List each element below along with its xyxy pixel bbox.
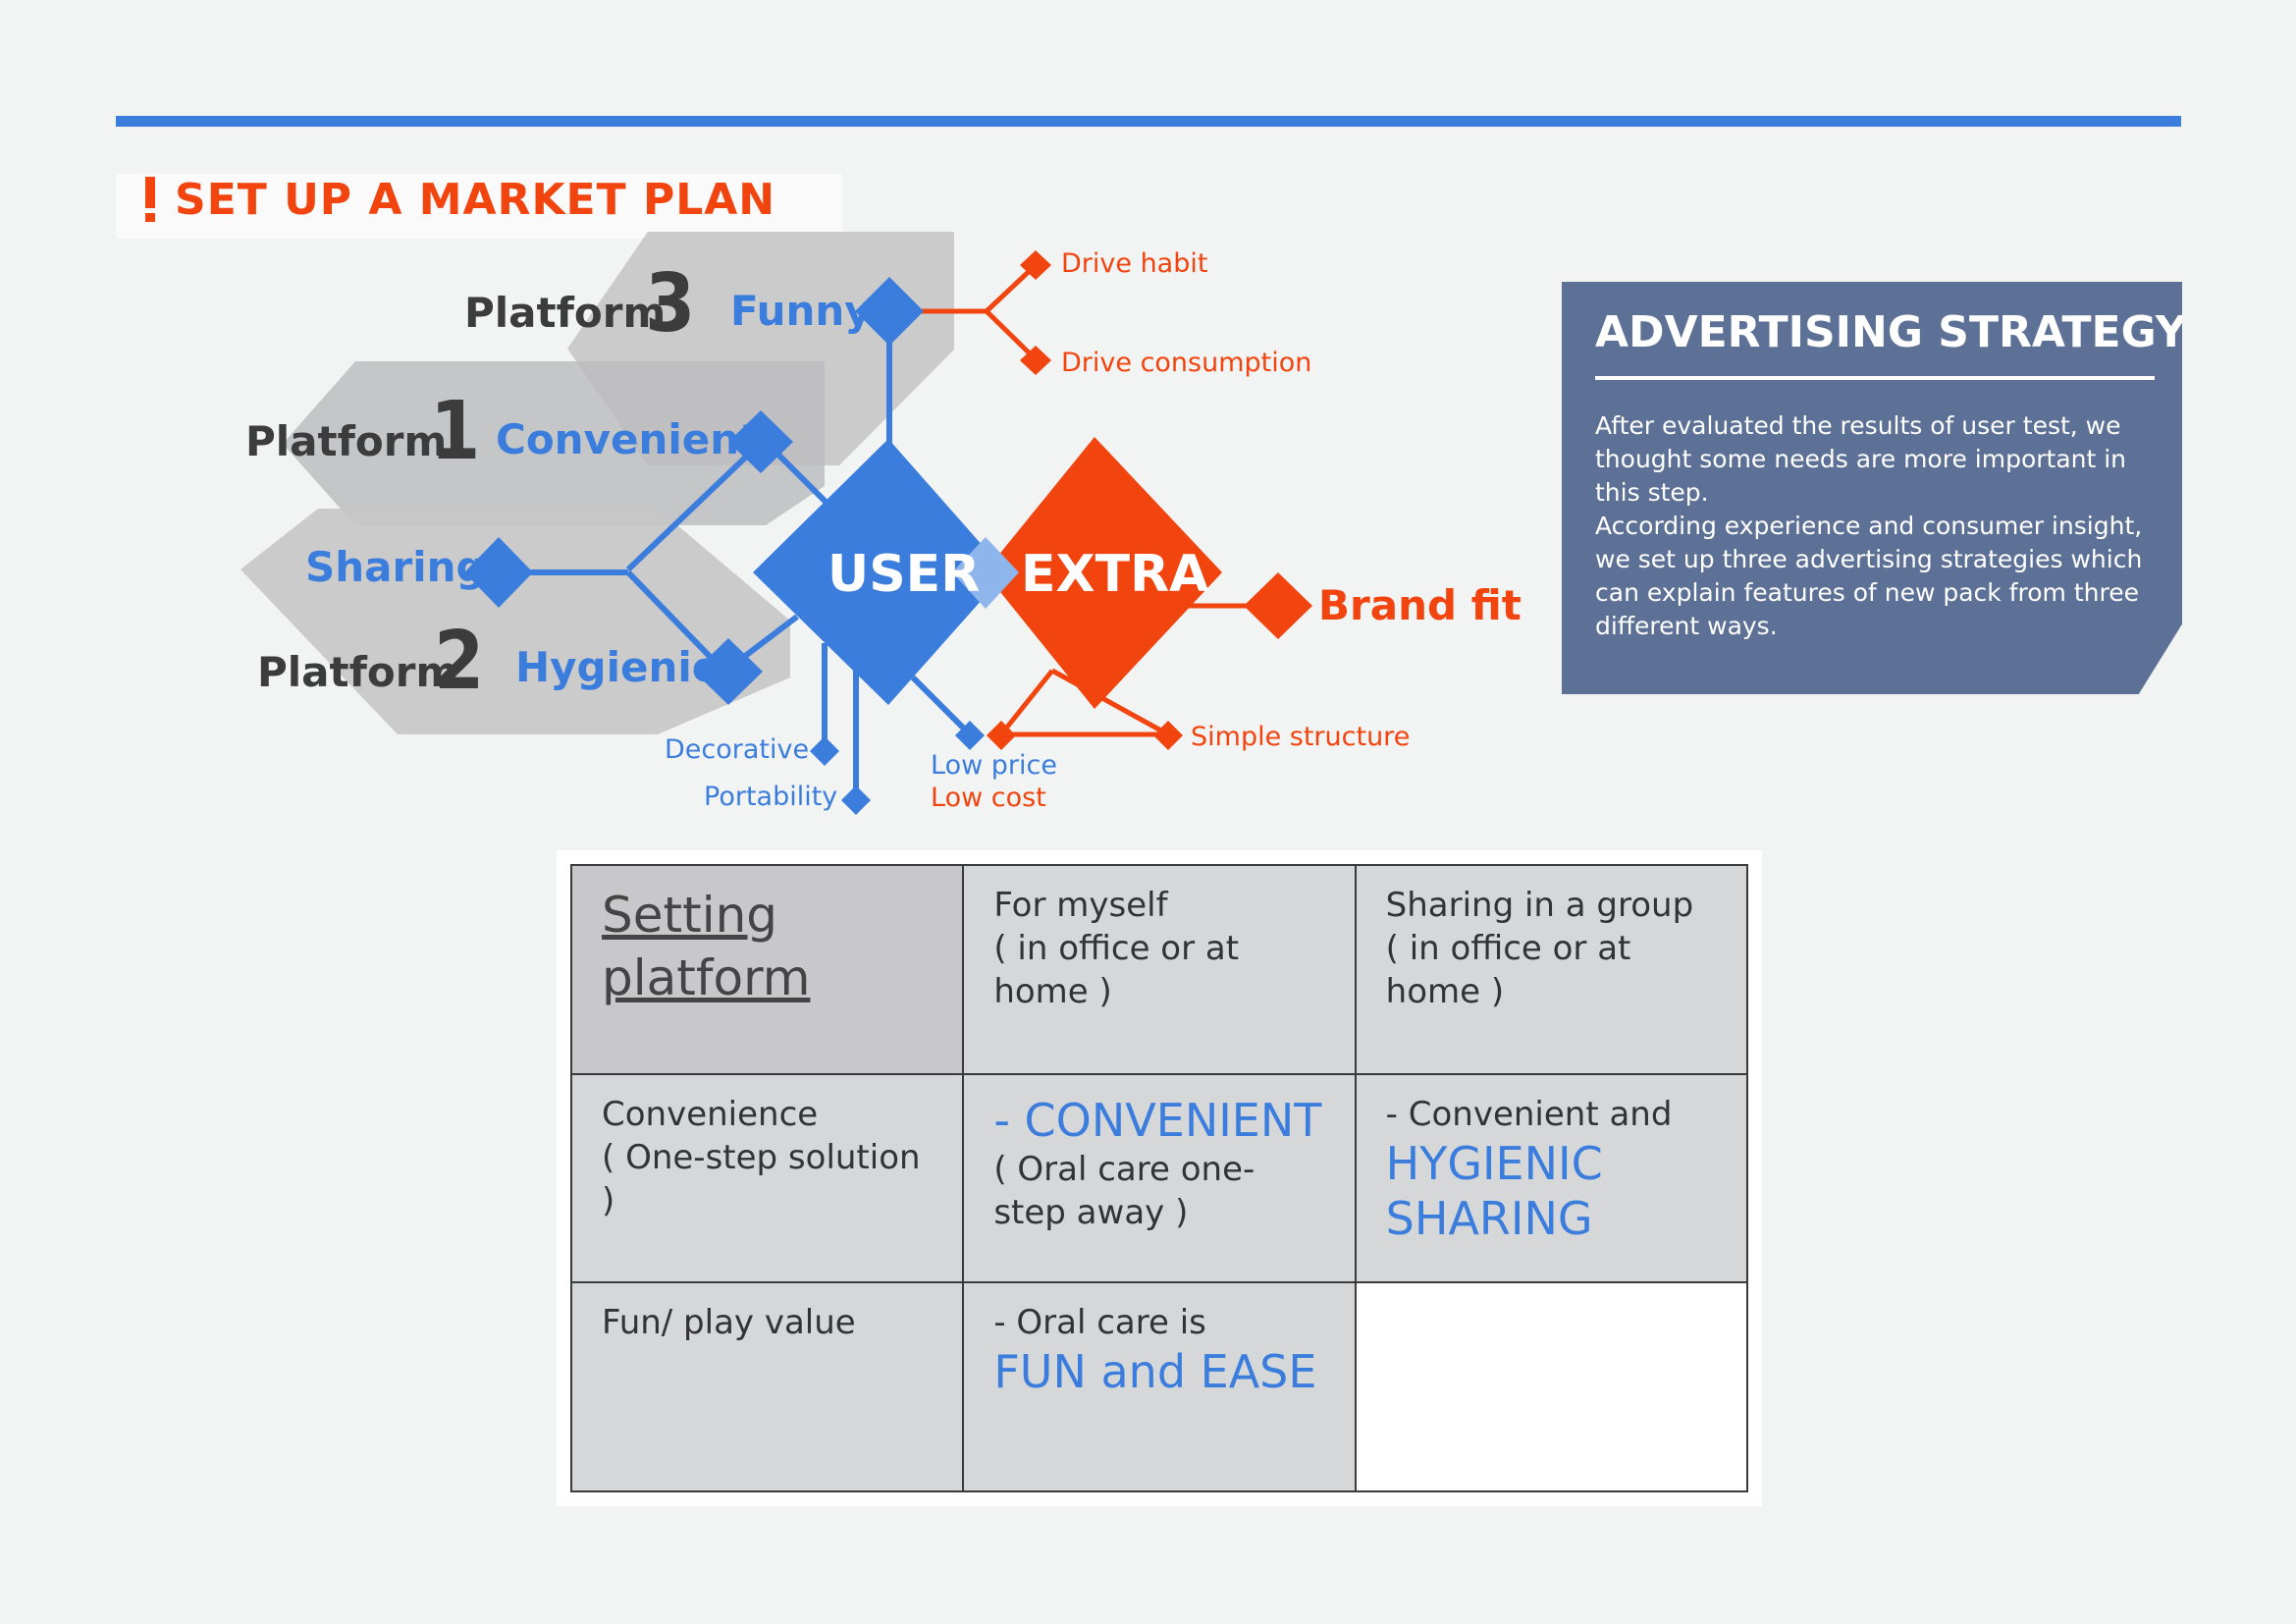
convenient-highlight: - CONVENIENT	[993, 1093, 1322, 1147]
row-label-fun: Fun/ play value	[602, 1303, 856, 1343]
platform-3-number: 3	[645, 257, 696, 351]
hygienic-highlight: HYGIENIC	[1385, 1136, 1603, 1190]
header-sharing-sub: ( in office or at home )	[1385, 929, 1631, 1011]
simple-structure-label: Simple structure	[1191, 722, 1411, 752]
portability-node-diamond	[841, 785, 871, 815]
drive-habit-node-diamond	[1020, 250, 1051, 280]
strategy-paragraph-1: After evaluated the results of user test…	[1595, 411, 2127, 507]
extra-label: EXTRA	[1021, 545, 1209, 604]
sharing-highlight: SHARING	[1385, 1191, 1593, 1245]
low-price-label: Low price	[931, 750, 1057, 781]
brand-fit-node-diamond	[1244, 572, 1312, 639]
decorative-label: Decorative	[665, 734, 810, 765]
platform-3-label: Platform	[464, 289, 667, 337]
low-price-node-diamond	[955, 721, 985, 750]
convenient-node-diamond	[728, 410, 793, 473]
cell-fun-and-ease: - Oral care is FUN and EASE	[962, 1281, 1357, 1492]
cell-convenient: - CONVENIENT ( Oral care one-step away )	[962, 1072, 1357, 1284]
convenient-and-text: - Convenient and	[1385, 1094, 1673, 1134]
advertising-strategy-panel: ADVERTISING STRATEGY After evaluated the…	[1562, 282, 2182, 694]
platform-2-label: Platform	[257, 648, 459, 696]
fun-and-ease-highlight: FUN and EASE	[993, 1345, 1317, 1399]
header-for-myself: For myself	[993, 886, 1168, 925]
drive-habit-label: Drive habit	[1061, 248, 1208, 279]
table-corner-cell: Setting platform	[569, 864, 965, 1075]
strategy-paragraph-2: According experience and consumer insigh…	[1595, 512, 2143, 640]
convenient-label: Convenient	[496, 415, 760, 463]
platform-2-number: 2	[434, 615, 485, 708]
table-row: Fun/ play value - Oral care is FUN and E…	[569, 1281, 1749, 1492]
header-cell-for-myself: For myself ( in office or at home )	[962, 864, 1357, 1075]
user-diamond	[753, 439, 1006, 705]
simple-structure-node-diamond	[1153, 721, 1183, 750]
convenient-sub: ( Oral care one-step away )	[993, 1149, 1255, 1232]
overlap-diamond	[952, 537, 1019, 609]
table-row: Setting platform For myself ( in office …	[569, 864, 1749, 1075]
hygienic-label: Hygienic	[515, 643, 717, 691]
user-label: USER	[828, 545, 981, 604]
row-label-convenience-sub: ( One-step solution )	[602, 1137, 921, 1220]
platform-table-frame: Setting platform For myself ( in office …	[557, 850, 1762, 1506]
header-for-myself-sub: ( in office or at home )	[993, 929, 1240, 1011]
table-row: Convenience ( One-step solution ) - CONV…	[569, 1072, 1749, 1284]
top-accent-bar	[116, 116, 2181, 127]
row-label-cell-fun: Fun/ play value	[569, 1281, 965, 1492]
drive-consumption-node-diamond	[1020, 346, 1051, 375]
platform-2-arrow-shape	[240, 509, 790, 734]
strategy-divider	[1595, 376, 2155, 380]
sharing-label: Sharing	[305, 543, 486, 591]
page-title: SET UP A MARKET PLAN	[175, 175, 776, 225]
strategy-title: ADVERTISING STRATEGY	[1595, 307, 2187, 357]
funny-label: Funny	[730, 287, 872, 335]
hygienic-node-diamond	[694, 638, 763, 705]
drive-consumption-label: Drive consumption	[1061, 348, 1312, 378]
row-label-convenience: Convenience	[602, 1094, 819, 1134]
platform-1-number: 1	[430, 385, 481, 478]
low-cost-label: Low cost	[931, 783, 1046, 813]
strategy-body: After evaluated the results of user test…	[1595, 409, 2155, 643]
empty-cell	[1354, 1281, 1749, 1492]
funny-node-diamond	[855, 277, 924, 346]
portability-label: Portability	[704, 782, 838, 812]
exclamation-icon	[145, 177, 155, 222]
platform-1-arrow-shape	[283, 361, 825, 525]
cell-hygienic-sharing: - Convenient and HYGIENIC SHARING	[1354, 1072, 1749, 1284]
header-sharing: Sharing in a group	[1385, 886, 1694, 925]
extra-diamond	[985, 437, 1222, 709]
title-banner	[116, 174, 842, 239]
platform-table: Setting platform For myself ( in office …	[569, 864, 1749, 1492]
oral-care-is-text: - Oral care is	[993, 1303, 1206, 1343]
row-label-cell-convenience: Convenience ( One-step solution )	[569, 1072, 965, 1284]
platform-1-label: Platform	[245, 417, 448, 465]
decorative-node-diamond	[810, 736, 839, 766]
brand-fit-label: Brand fit	[1318, 581, 1522, 629]
sharing-node-diamond	[464, 537, 533, 608]
low-cost-node-diamond	[987, 721, 1016, 750]
setting-platform-heading: Setting platform	[602, 887, 811, 1006]
header-cell-sharing: Sharing in a group ( in office or at hom…	[1354, 864, 1749, 1075]
